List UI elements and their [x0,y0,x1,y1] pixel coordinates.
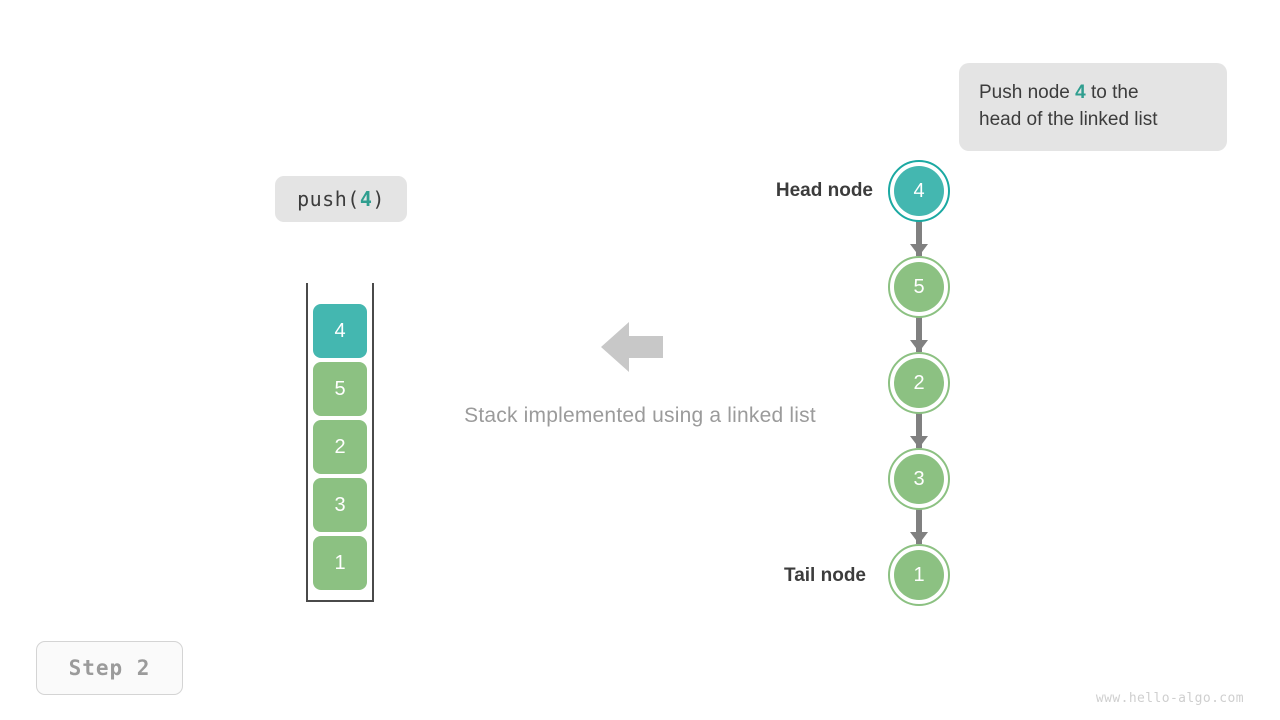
annotation-text-suffix: to the [1085,82,1139,103]
annotation-bubble: Push node 4 to the head of the linked li… [959,63,1227,151]
watermark: www.hello-algo.com [1095,691,1244,706]
link-line [916,216,922,256]
linked-list-node: 5 [888,256,950,318]
tail-node-label: Tail node [784,565,866,586]
stack-cell-value: 5 [334,377,346,400]
step-badge: Step 2 [36,641,183,695]
operation-name: push( [297,187,360,211]
link-arrowhead-icon [910,436,928,448]
annotation-text-line2: head of the linked list [979,109,1158,130]
node-value: 3 [894,454,944,504]
stack-container [306,283,374,602]
node-value: 5 [894,262,944,312]
stack-cell-value: 2 [334,435,346,458]
node-value: 2 [894,358,944,408]
linked-list-node: 2 [888,352,950,414]
linked-list-node: 4 [888,160,950,222]
stack-cell-value: 4 [334,319,346,342]
stack-cell: 5 [313,362,367,416]
annotation-value: 4 [1075,82,1086,103]
stack-cell-value: 1 [334,551,346,574]
stack-cell: 1 [313,536,367,590]
stack-cell: 3 [313,478,367,532]
link-line [916,504,922,544]
link-arrowhead-icon [910,340,928,352]
node-value: 4 [894,166,944,216]
stack-cell: 2 [313,420,367,474]
diagram-caption: Stack implemented using a linked list [464,404,816,427]
stack-cell-value: 3 [334,493,346,516]
link-arrowhead-icon [910,244,928,256]
linked-list-node: 1 [888,544,950,606]
stack-cell-list: 4 5 2 3 1 [306,304,374,590]
link-line [916,408,922,448]
head-node-label: Head node [775,180,873,201]
operation-label: push(4) [275,176,407,222]
node-value: 1 [894,550,944,600]
link-line [916,312,922,352]
left-arrow-icon [601,322,663,372]
stack-cell: 4 [313,304,367,358]
annotation-text-prefix: Push node [979,82,1076,103]
link-arrowhead-icon [910,532,928,544]
operation-argument: 4 [359,187,373,211]
linked-list: 4 5 2 3 1 [888,160,952,610]
operation-close-paren: ) [372,187,385,211]
linked-list-node: 3 [888,448,950,510]
